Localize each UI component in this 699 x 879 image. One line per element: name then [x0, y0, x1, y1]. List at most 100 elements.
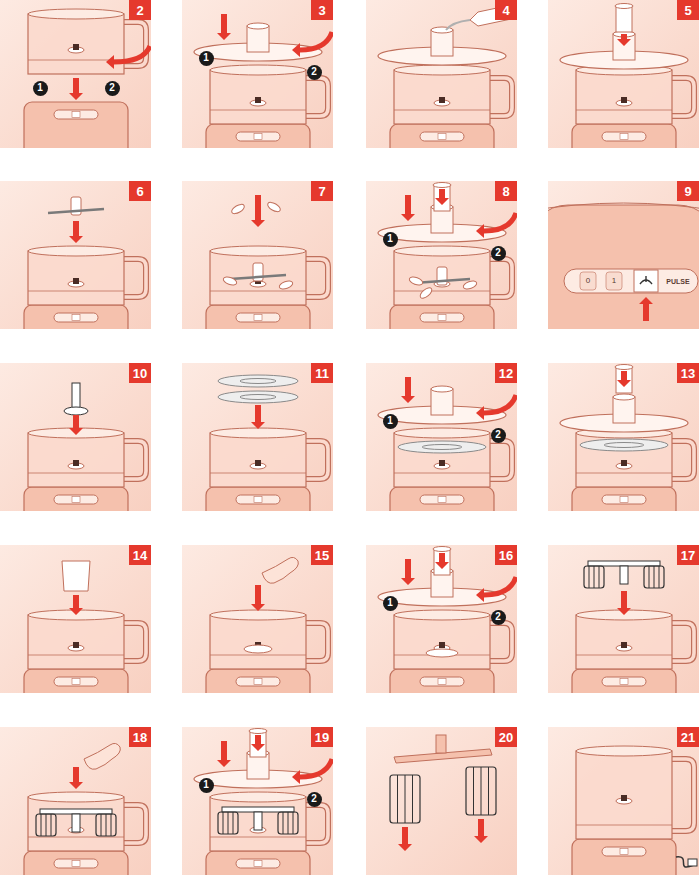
- bowl: [394, 251, 490, 305]
- illustration-part: [64, 407, 88, 415]
- hand: [84, 743, 120, 769]
- illustration-part: [620, 566, 628, 584]
- disc: [580, 439, 668, 451]
- hand: [262, 557, 298, 583]
- illustration-part: [490, 441, 512, 479]
- illustration-part: [254, 812, 262, 830]
- direction-arrow: [401, 195, 415, 221]
- illustration-part: [394, 65, 490, 75]
- illustration-part: [233, 812, 234, 834]
- illustration-part: [394, 291, 490, 292]
- illustration-part: [621, 795, 627, 801]
- step-panel: [366, 727, 517, 875]
- step-panel: [366, 363, 517, 511]
- step-number: 16: [495, 545, 517, 565]
- callout-number: 2: [491, 610, 506, 625]
- power-button: [634, 270, 658, 292]
- illustration-part: [672, 623, 694, 661]
- illustration-part: [51, 814, 52, 836]
- illustration-part: [576, 655, 672, 656]
- illustration-part: [394, 428, 490, 438]
- bowl: [28, 433, 124, 487]
- illustration-part: [615, 365, 633, 370]
- bowl-handle: [490, 259, 512, 297]
- illustration-part: [576, 825, 672, 826]
- illustration-part: [255, 97, 261, 103]
- callout-number: 1: [33, 81, 48, 96]
- whisk-cage: [644, 566, 664, 588]
- step-number: 7: [311, 181, 333, 201]
- illustration-part: [254, 497, 262, 503]
- step-number: 2: [129, 0, 151, 20]
- illustration-part: [394, 110, 490, 111]
- step-panel: [0, 181, 151, 329]
- illustration-part: [473, 767, 474, 815]
- bowl-handle: [490, 78, 512, 116]
- motor-base: [572, 487, 676, 511]
- illustration-part: [106, 55, 114, 69]
- bowl: [28, 615, 124, 669]
- control-strip: [236, 859, 280, 868]
- bowl: [394, 615, 490, 669]
- direction-arrow: [69, 767, 83, 789]
- step-number: 15: [311, 545, 333, 565]
- illustration-part: [210, 837, 306, 838]
- illustration-part: [28, 792, 124, 802]
- button-label: PULSE: [665, 277, 690, 286]
- control-strip: [420, 132, 464, 141]
- button: [580, 272, 596, 290]
- feed-tube: [613, 397, 635, 423]
- turn-arrow: [300, 759, 332, 777]
- bowl: [210, 251, 306, 305]
- direction-arrow: [435, 189, 449, 205]
- illustration-part: [73, 44, 79, 50]
- control-strip: [420, 495, 464, 504]
- direction-arrow: [69, 415, 83, 435]
- pusher: [616, 6, 632, 32]
- food-piece: [462, 279, 478, 290]
- illustration-part: [604, 443, 644, 448]
- illustration-part: [72, 814, 80, 832]
- illustration-part: [106, 814, 107, 836]
- illustration-part: [438, 497, 446, 503]
- bowl: [576, 433, 672, 487]
- illustration-part: [210, 610, 306, 620]
- illustration-part: [306, 78, 328, 116]
- illustration-part: [244, 645, 272, 653]
- illustration-part: [426, 649, 458, 657]
- control-strip: [54, 495, 98, 504]
- control-strip: [420, 677, 464, 686]
- panel-ground: [366, 727, 517, 875]
- button: [606, 272, 622, 290]
- plug: [688, 859, 697, 866]
- step-number: 12: [495, 363, 517, 383]
- control-strip: [236, 132, 280, 141]
- direction-arrow: [217, 14, 231, 40]
- bowl: [576, 70, 672, 124]
- bowl-handle: [672, 441, 694, 479]
- illustration-part: [672, 759, 694, 831]
- illustration-part: [594, 566, 595, 588]
- illustration-part: [41, 814, 42, 836]
- illustration-part: [599, 566, 600, 588]
- motor-base: [390, 305, 494, 329]
- control-strip: [236, 495, 280, 504]
- illustration-part: [254, 134, 262, 140]
- bowl-handle: [306, 805, 328, 843]
- step-number: 17: [677, 545, 699, 565]
- illustration-part: [621, 460, 627, 466]
- illustration-part: [438, 315, 446, 321]
- bowl-handle: [490, 441, 512, 479]
- illustration-part: [433, 183, 451, 188]
- callout-number: 1: [383, 596, 398, 611]
- bowl-handle: [124, 623, 146, 661]
- step-panel: [548, 363, 699, 511]
- food-piece: [418, 286, 433, 300]
- motor-base: [24, 851, 128, 875]
- illustration-part: [548, 203, 699, 211]
- illustration-part: [72, 861, 80, 867]
- callout-number: 1: [199, 51, 214, 66]
- disc: [218, 391, 298, 403]
- bowl-handle: [124, 805, 146, 843]
- step-number: 13: [677, 363, 699, 383]
